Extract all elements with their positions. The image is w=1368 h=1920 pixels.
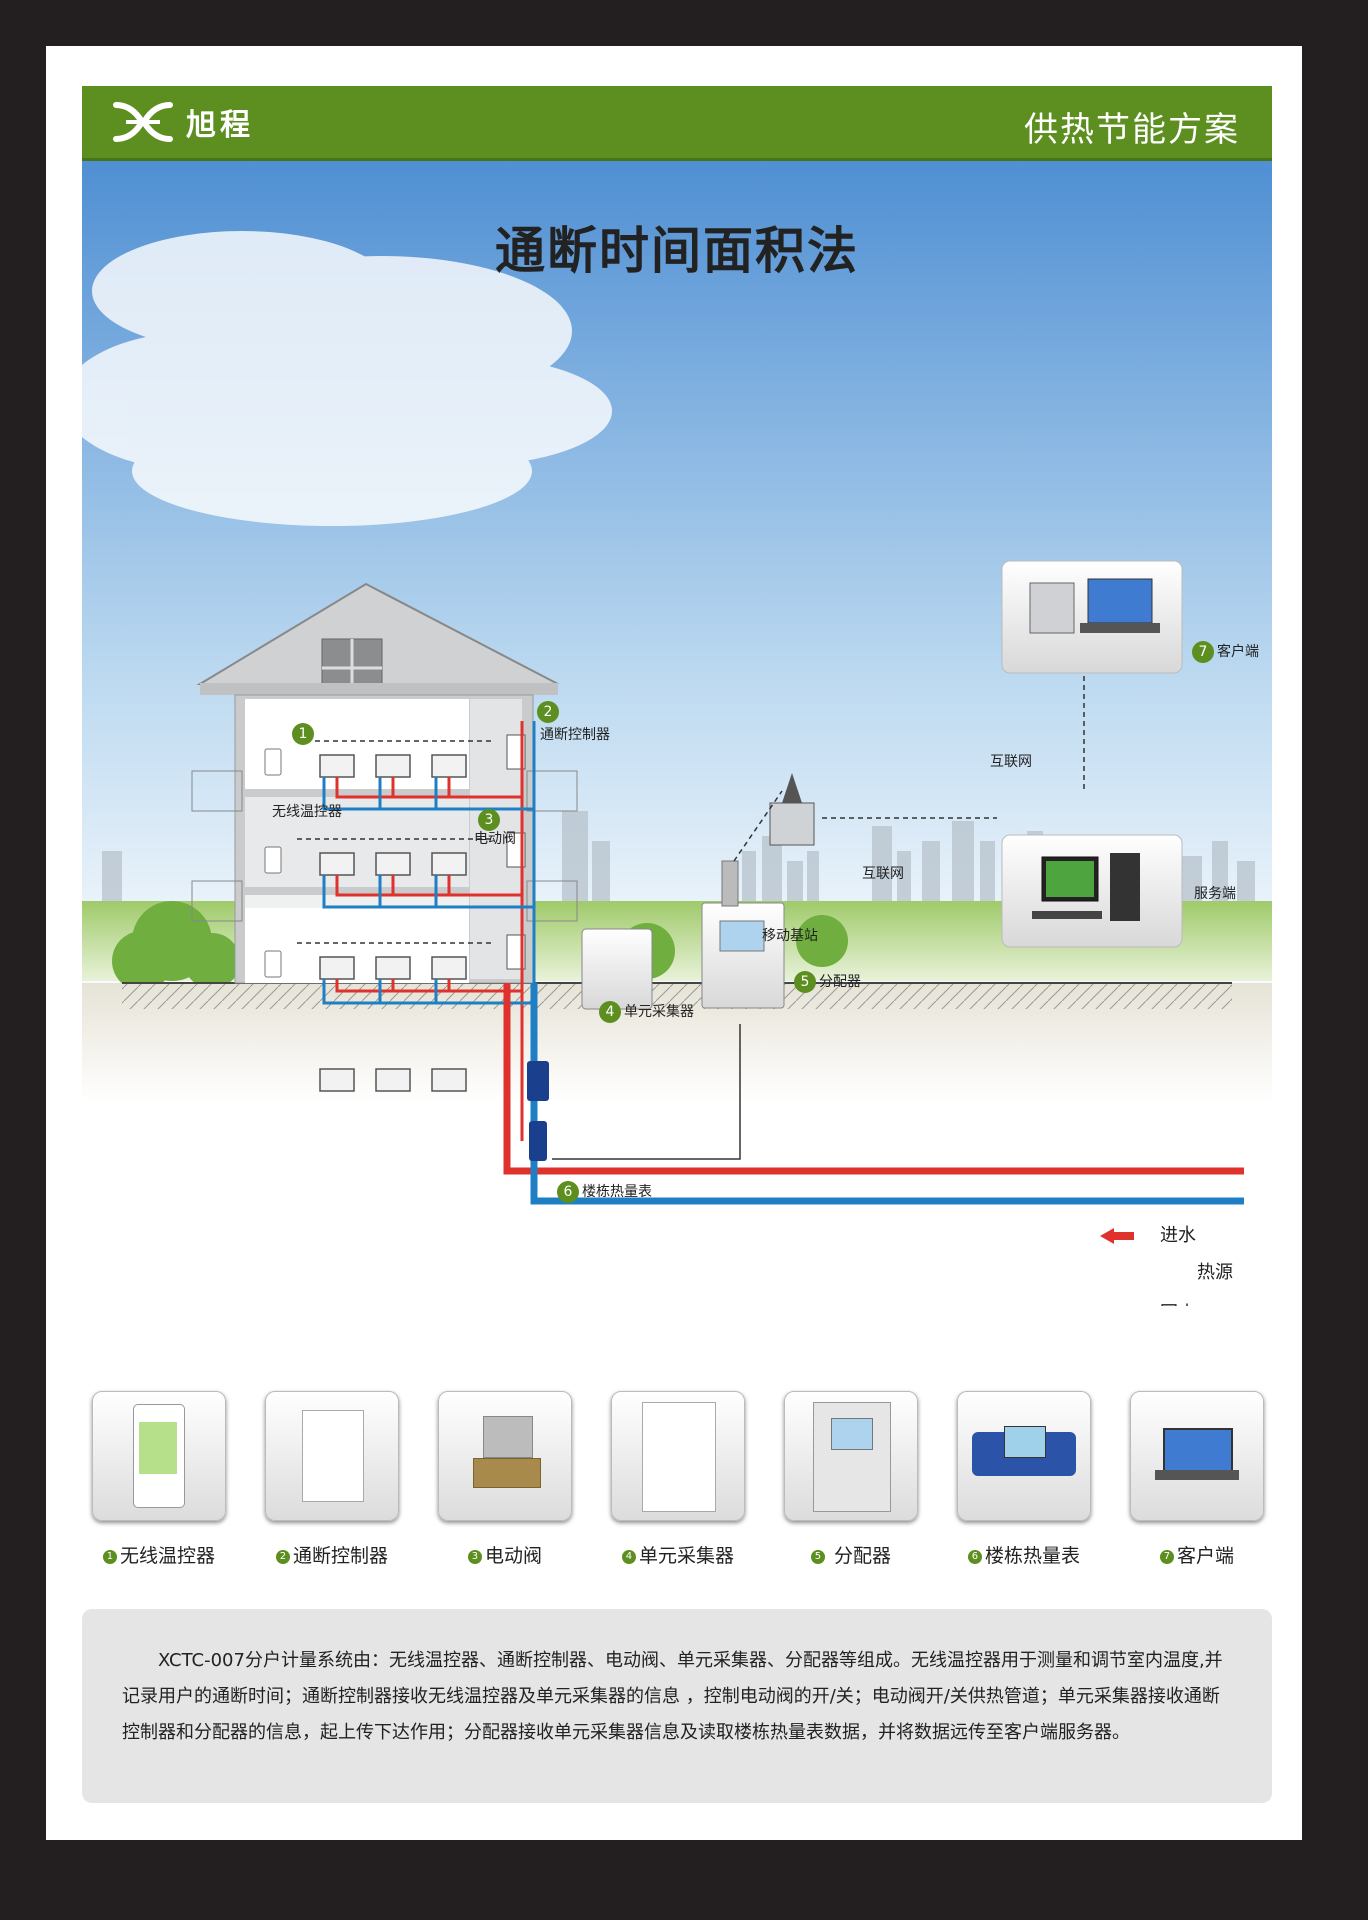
printer-icon: [1029, 582, 1075, 634]
label-electric-valve: 电动阀: [474, 831, 516, 847]
building: [191, 582, 578, 984]
product-unit-collector: [611, 1391, 745, 1521]
keyboard-icon: [1032, 911, 1102, 919]
description-text: XCTC-007分户计量系统由：无线温控器、通断控制器、电动阀、单元采集器、分配…: [122, 1650, 1223, 1743]
legend-supply: 进水: [1100, 1221, 1196, 1247]
header-bar: 旭程 供热节能方案: [82, 86, 1272, 161]
label-3: 3: [478, 809, 503, 831]
product-distributor: [784, 1391, 918, 1521]
label-wireless-thermostat: 无线温控器: [272, 804, 342, 820]
label-internet-1: 互联网: [862, 866, 904, 882]
product-thermostat: [92, 1391, 226, 1521]
building-heat-meter-device: [529, 1121, 547, 1161]
distributor-screen: [719, 920, 765, 952]
supply-line-main: [503, 983, 1244, 1205]
hot-water-pipes: [335, 721, 524, 1141]
ground-hatch: [122, 983, 1232, 1009]
thermostats: [264, 748, 282, 978]
label-1: 1: [292, 723, 317, 745]
label-mobile-station: 移动基站: [762, 928, 818, 944]
product-switch-controller: [265, 1391, 399, 1521]
xc-logo-icon: [113, 102, 173, 142]
label-switch-controller: 通断控制器: [540, 727, 610, 743]
legend-source: 热源: [1197, 1262, 1233, 1283]
header-title: 供热节能方案: [1024, 110, 1240, 150]
product-client: [1130, 1391, 1264, 1521]
laptop-icon: [1087, 578, 1153, 624]
dashed-links-floors: [297, 740, 492, 944]
dashed-links-network: [733, 676, 1085, 862]
diagram-canvas: [82, 161, 1272, 1306]
mobile-station-icon: [769, 773, 815, 846]
brand-logo: 旭程: [112, 98, 254, 146]
clouds: [82, 231, 612, 526]
description-panel: XCTC-007分户计量系统由：无线温控器、通断控制器、电动阀、单元采集器、分配…: [82, 1609, 1272, 1803]
legend-return: 回水: [1100, 1299, 1196, 1306]
label-2: 2: [537, 701, 562, 723]
radiators-floor1: [319, 956, 467, 980]
radiators: [319, 754, 467, 1092]
diagram-title: 通断时间面积法: [495, 222, 859, 280]
main-valve-device: [527, 1061, 549, 1101]
distributor-device: [701, 902, 785, 1009]
meter-signal-line: [552, 1024, 741, 1160]
brand-name: 旭程: [186, 108, 254, 143]
unit-collector-device: [581, 928, 653, 1010]
product-building-meter: [957, 1391, 1091, 1521]
balconies: [191, 770, 578, 922]
label-internet-2: 互联网: [990, 754, 1032, 770]
product-electric-valve: [438, 1391, 572, 1521]
label-server: 服务端: [1194, 886, 1236, 902]
poster-page: 旭程 供热节能方案: [46, 46, 1302, 1840]
distributor-antenna: [721, 860, 739, 907]
product-label-5: 5 分配器: [776, 1541, 926, 1568]
tower-icon: [1110, 853, 1140, 921]
